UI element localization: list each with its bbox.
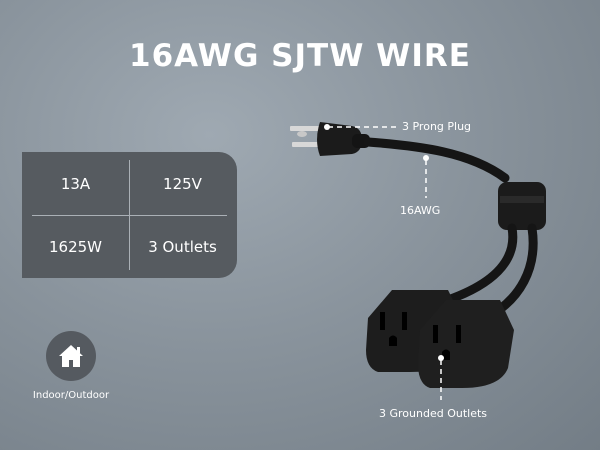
callout-dot-plug <box>324 124 330 130</box>
indoor-outdoor-label: Indoor/Outdoor <box>32 390 110 401</box>
callout-gauge: 16AWG <box>400 204 441 217</box>
page-title: 16AWG SJTW WIRE <box>129 38 471 74</box>
callout-lines <box>328 126 442 400</box>
spec-voltage: 125V <box>163 174 202 193</box>
indoor-outdoor-badge <box>46 331 96 381</box>
plug-head <box>317 122 362 156</box>
spec-panel: 13A 125V 1625W 3 Outlets <box>22 152 237 278</box>
spec-power: 1625W <box>48 237 102 256</box>
house-icon <box>59 345 83 367</box>
branch-cable-left <box>443 223 518 305</box>
callout-plug: 3 Prong Plug <box>402 120 472 133</box>
callout-outlets: 3 Grounded Outlets <box>379 407 488 420</box>
splitter-hub <box>498 182 546 230</box>
spec-divider-horizontal <box>32 215 227 216</box>
spec-current: 13A <box>60 174 91 193</box>
callout-dot-outlet <box>438 355 444 361</box>
outlet-right <box>418 300 514 388</box>
spec-outlets: 3 Outlets <box>148 237 217 256</box>
main-cable <box>363 137 510 183</box>
plug-prongs <box>290 126 322 147</box>
callout-dot-cable <box>423 155 429 161</box>
